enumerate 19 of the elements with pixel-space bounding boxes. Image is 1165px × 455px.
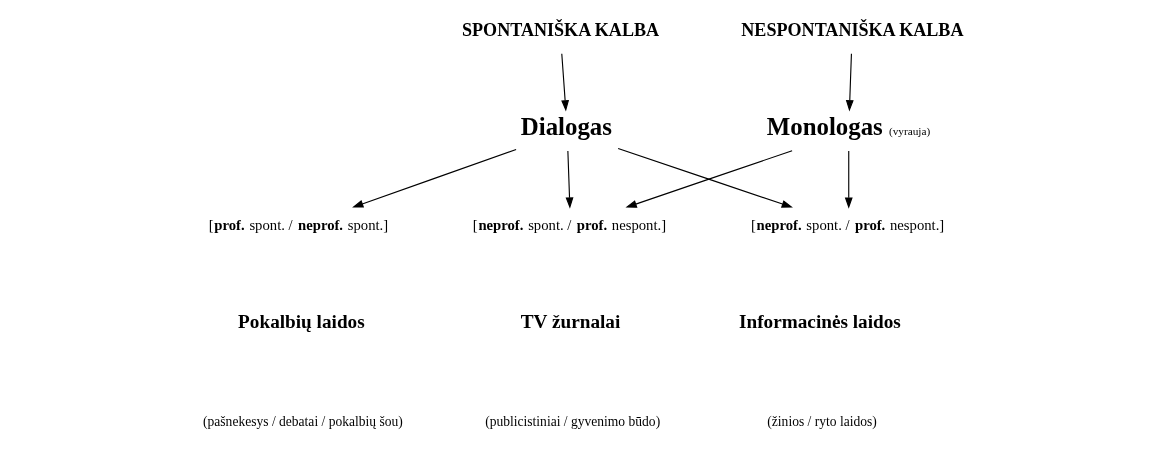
label: (žinios / ryto laidos) bbox=[766, 413, 877, 429]
arrow bbox=[351, 148, 517, 208]
node-text: [prof. spont. / neprof. spont.] bbox=[208, 217, 388, 234]
node-text: SPONTANIŠKA KALBA bbox=[461, 20, 659, 41]
label: Pokalbių laidos bbox=[237, 311, 365, 333]
label: TV žurnalai bbox=[520, 311, 620, 333]
node-text: NESPONTANIŠKA KALBA bbox=[740, 20, 963, 41]
arrow bbox=[845, 53, 854, 112]
node-text: Dialogas bbox=[520, 113, 612, 141]
node-text: [neprof. spont. / prof. nespont.] bbox=[750, 217, 944, 234]
arrow bbox=[565, 150, 573, 209]
label: (pašnekesys / debatai / pokalbių šou) bbox=[202, 413, 403, 429]
label: (publicistiniai / gyvenimo būdo) bbox=[484, 413, 660, 429]
node-label: (vyrauja) bbox=[888, 125, 930, 138]
node-text: Monologas bbox=[766, 113, 883, 141]
arrow bbox=[560, 53, 569, 112]
node-text: [neprof. spont. / prof. nespont.] bbox=[472, 217, 666, 234]
label: Informacinės laidos bbox=[738, 311, 901, 333]
arrow bbox=[844, 150, 853, 209]
